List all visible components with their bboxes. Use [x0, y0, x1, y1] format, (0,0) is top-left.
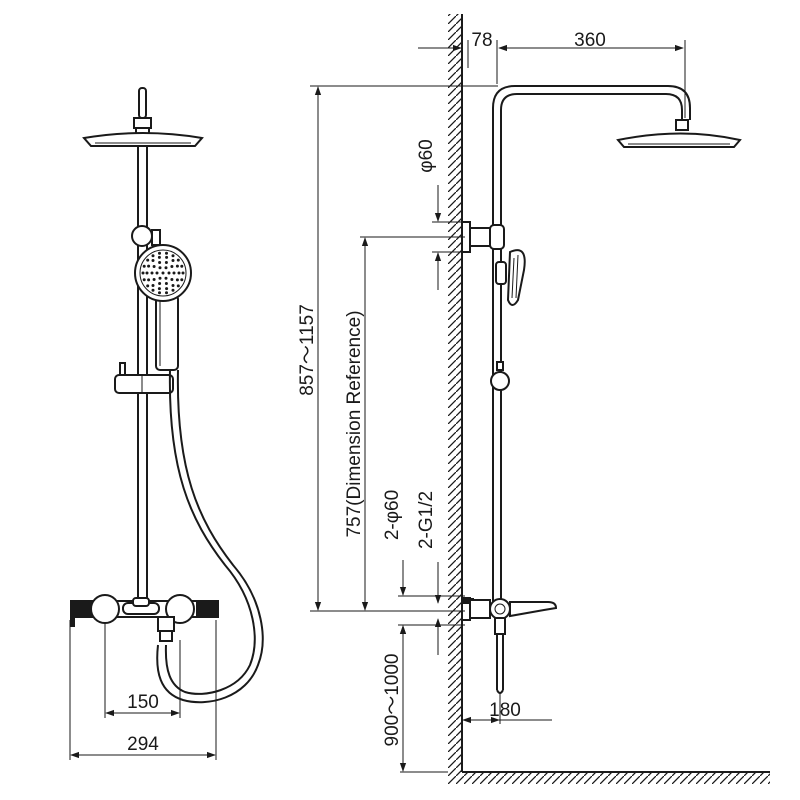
dimension-reference-height: 757(Dimension Reference) [344, 310, 365, 537]
nozzle-dot [158, 282, 162, 285]
nozzle-dot [171, 288, 175, 292]
nozzle-dot [167, 271, 171, 275]
nozzle-dot [157, 287, 161, 291]
slide-bar [137, 145, 148, 602]
nozzle-dot [142, 278, 146, 282]
dimension-arm-offset: 78 [471, 30, 492, 51]
nozzle-dot [164, 282, 168, 285]
dimension-inlet-thread: 2-G1/2 [416, 491, 437, 549]
nozzle-dot [152, 265, 156, 268]
nozzle-dot [146, 284, 150, 288]
slider-knob [490, 361, 510, 391]
nozzle-dot [158, 266, 162, 270]
rain-shower-head [82, 132, 204, 147]
nozzle-dot [146, 258, 150, 262]
nozzle-dot [175, 264, 179, 268]
nozzle-dot [164, 276, 168, 280]
nozzle-dot [142, 264, 146, 268]
nozzle-dot [170, 265, 174, 268]
nozzle-dot [150, 271, 154, 275]
shower-column [492, 85, 742, 602]
nozzle-dot [172, 271, 176, 275]
nozzle-dot [171, 284, 175, 287]
nozzle-dot [181, 271, 185, 275]
wall-hatch [448, 14, 462, 772]
nozzle-dot [165, 291, 168, 295]
dimension-mixer-width: 294 [127, 734, 159, 755]
dimension-inlet-count-dia: 2-φ60 [382, 490, 403, 540]
dimension-install-height: 900～1000 [382, 654, 403, 747]
shower-hose [164, 369, 256, 695]
sliding-holder [114, 362, 174, 394]
nozzle-dot [180, 278, 184, 282]
nozzle-dot [164, 261, 168, 264]
nozzle-dot [165, 255, 169, 259]
dimension-arm-reach: 360 [574, 30, 606, 51]
nozzle-dot [180, 264, 184, 268]
nozzle-dot [158, 291, 161, 295]
nozzle-dot [155, 271, 159, 275]
nozzle-dot [171, 259, 175, 262]
nozzle-dot [177, 271, 181, 275]
nozzle-dot [176, 284, 180, 288]
nozzle-dot [170, 278, 174, 281]
dimension-inlet-spacing: 150 [127, 692, 159, 713]
nozzle-dot [158, 276, 162, 280]
nozzle-dot [151, 259, 155, 262]
wall-bracket [461, 221, 505, 253]
hand-shower-side [495, 249, 526, 306]
dimension-wall-bracket-dia: φ60 [416, 139, 437, 172]
nozzle-dot [175, 278, 179, 282]
nozzle-dot [164, 266, 168, 270]
nozzle-dot [141, 271, 145, 275]
nozzle-dot [147, 264, 151, 268]
nozzle-dot [147, 278, 151, 282]
nozzle-dot [158, 251, 161, 255]
nozzle-dot [145, 271, 149, 275]
dimension-spout-reach: 180 [489, 700, 521, 721]
nozzle-dot [151, 284, 155, 287]
nozzle-dot [151, 288, 155, 292]
front-view: 150 294 [69, 87, 264, 760]
dimension-height-range: 857～1157 [297, 304, 318, 396]
nozzle-dot [165, 251, 168, 255]
hand-shower [134, 244, 192, 371]
nozzle-dot [158, 261, 162, 264]
nozzle-dot [176, 258, 180, 262]
nozzle-dot [152, 278, 156, 281]
nozzle-dot [165, 287, 169, 291]
nozzle-dot [171, 254, 175, 258]
nozzle-dot [161, 271, 165, 275]
floor-hatch [448, 772, 770, 784]
side-view: 78 360 857～1157 φ60 757(Dimension Refere… [297, 14, 770, 784]
upper-holder [131, 225, 161, 247]
mixer-side [461, 597, 558, 694]
thermostatic-mixer [70, 594, 219, 642]
nozzle-dot [157, 255, 161, 259]
nozzle-dot [151, 254, 155, 258]
